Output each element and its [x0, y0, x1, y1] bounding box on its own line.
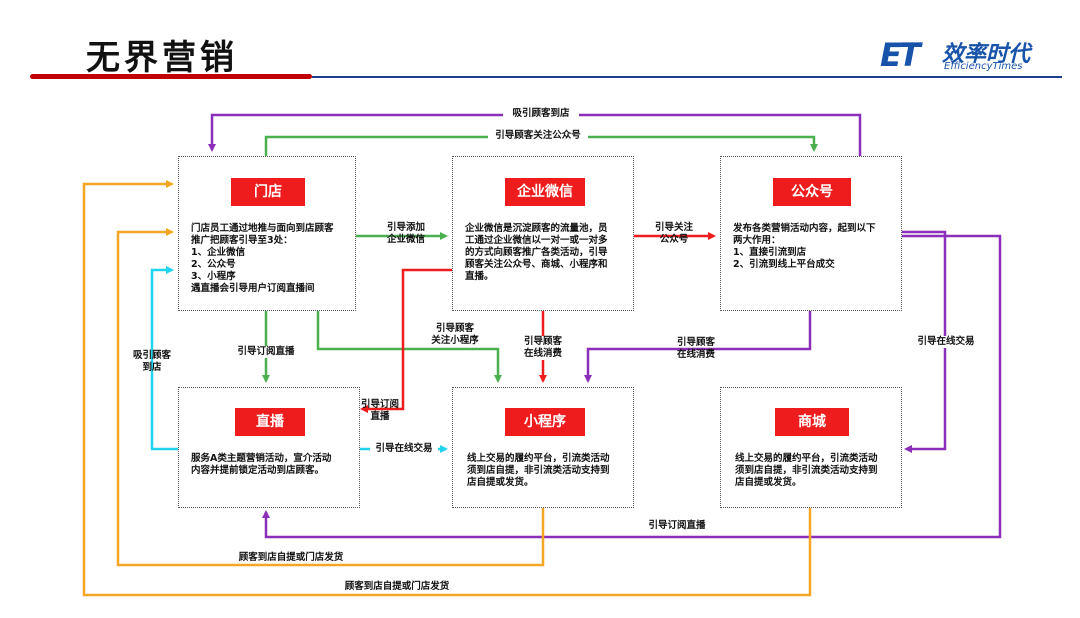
- label-follow-official-top: 引导顾客关注公众号: [488, 130, 588, 142]
- arrow-official-to-miniapp: [584, 311, 812, 383]
- arrow-store-to-miniapp: [316, 311, 502, 383]
- logo-cn-text: 效率时代: [942, 42, 1031, 67]
- node-title: 门店: [231, 178, 305, 206]
- label-live-to-miniapp: 引导在线交易: [370, 443, 438, 455]
- title-underline-blue: [312, 76, 1062, 78]
- node-description: 发布各类营销活动内容，起到以下 两大作用： 1、直接引流到店 2、引流到线上平台…: [733, 223, 876, 270]
- label-attract-to-store-left: 吸引顾客 到店: [132, 350, 171, 373]
- arrow-live-to-store: [150, 266, 178, 451]
- label-online-trade-right: 引导在线交易: [912, 336, 980, 348]
- arrow-miniapp-to-store: [116, 228, 545, 567]
- node-wecom: 企业微信 企业微信是沉淀顾客的流量池，员 工通过企业微信以一对一或一对多 的方式…: [452, 156, 634, 311]
- label-official-to-miniapp: 引导顾客 在线消费: [676, 337, 715, 360]
- node-store: 门店 门店员工通过地推与面向到店顾客 推广把顾客引导至3处： 1、企业微信 2、…: [178, 156, 356, 311]
- node-miniapp: 小程序 线上交易的履约平台，引流类活动 须到店自提，非引流类活动支持到 店自提或…: [452, 387, 634, 508]
- label-follow-miniapp: 引导顾客 关注小程序: [431, 323, 479, 346]
- node-title: 直播: [235, 408, 305, 436]
- node-description: 门店员工通过地推与面向到店顾客 推广把顾客引导至3处： 1、企业微信 2、公众号…: [191, 223, 334, 294]
- label-attract-to-store-top: 吸引顾客到店: [503, 108, 579, 120]
- page-title: 无界营销: [86, 38, 238, 78]
- label-pickup-outer: 顾客到店自提或门店发货: [344, 581, 450, 592]
- logo-en-text: EfficiencyTimes: [944, 61, 1023, 72]
- node-title: 商城: [775, 408, 849, 436]
- label-follow-official-mid: 引导关注 公众号: [654, 222, 693, 245]
- label-subscribe-live-mid: 引导订阅 直播: [360, 399, 399, 422]
- arrow-wecom-to-live: [360, 268, 452, 413]
- label-add-wecom: 引导添加 企业微信: [386, 222, 425, 245]
- logo-mark: ET: [880, 36, 921, 74]
- node-mall: 商城 线上交易的履约平台，引流类活动 须到店自提，非引流类活动支持到 店自提或发…: [720, 387, 902, 508]
- arrow-official-to-live: [262, 234, 1002, 539]
- node-title: 公众号: [773, 178, 851, 206]
- node-official-account: 公众号 发布各类营销活动内容，起到以下 两大作用： 1、直接引流到店 2、引流到…: [720, 156, 902, 311]
- label-wecom-to-miniapp: 引导顾客 在线消费: [518, 336, 568, 360]
- label-pickup-inner: 顾客到店自提或门店发货: [238, 552, 344, 563]
- node-live: 直播 服务A类主题营销活动，宣介活动 内容并提前锁定活动到店顾客。: [178, 387, 360, 508]
- brand-logo: ET 效率时代 EfficiencyTimes: [880, 34, 1070, 74]
- node-description: 企业微信是沉淀顾客的流量池，员 工通过企业微信以一对一或一对多 的方式向顾客推广…: [465, 223, 608, 282]
- node-description: 线上交易的履约平台，引流类活动 须到店自提，非引流类活动支持到 店自提或发货。: [467, 453, 610, 488]
- node-title: 小程序: [505, 408, 585, 436]
- label-subscribe-live-bottom: 引导订阅直播: [648, 520, 706, 531]
- arrow-mall-to-store: [82, 180, 812, 597]
- title-underline-red: [30, 74, 312, 79]
- node-description: 服务A类主题营销活动，宣介活动 内容并提前锁定活动到店顾客。: [191, 453, 332, 476]
- node-description: 线上交易的履约平台，引流类活动 须到店自提，非引流类活动支持到 店自提或发货。: [735, 453, 878, 488]
- label-subscribe-live-left: 引导订阅直播: [228, 346, 304, 358]
- node-title: 企业微信: [505, 178, 585, 206]
